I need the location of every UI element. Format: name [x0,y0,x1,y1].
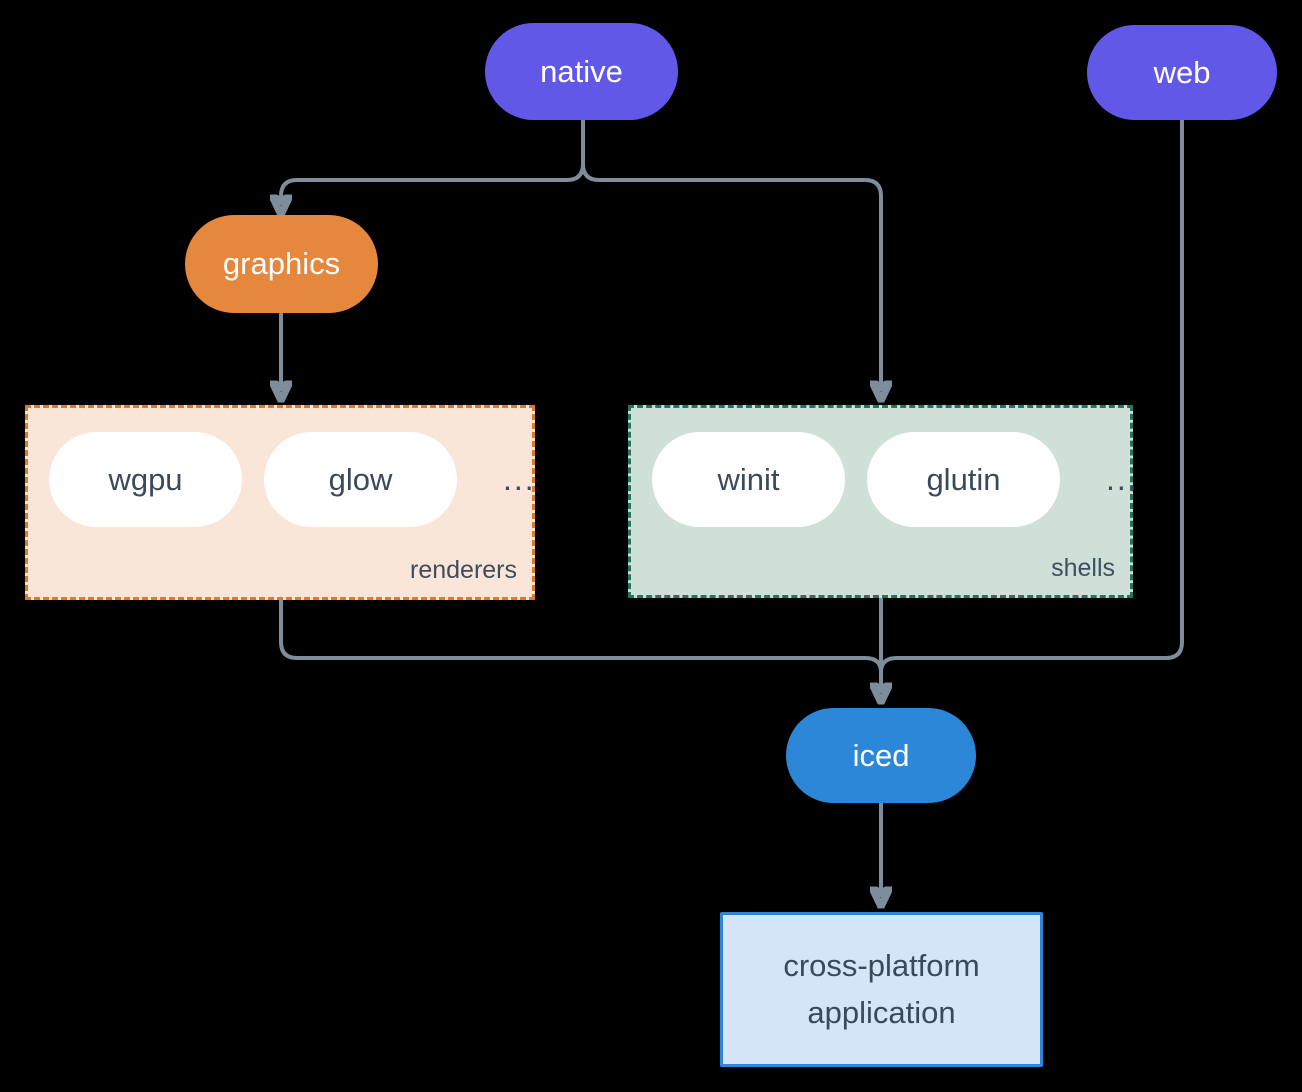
node-native: native [485,23,678,120]
group-label-shells: shells [1051,554,1115,582]
node-web: web [1087,25,1277,120]
group-renderers: wgpu glow ... renderers [25,405,535,600]
pill-winit: winit [652,432,845,527]
group-label-renderers: renderers [410,556,517,584]
renderers-row: wgpu glow ... [28,408,534,527]
renderers-ellipsis: ... [503,461,536,497]
pill-glow: glow [264,432,457,527]
edge-native-graphics [281,163,585,198]
group-shells: winit glutin ... shells [628,405,1137,598]
node-application: cross-platform application [720,912,1043,1067]
pill-wgpu: wgpu [49,432,242,527]
shells-row: winit glutin ... [631,408,1137,527]
node-iced: iced [786,708,976,803]
node-graphics: graphics [185,215,378,313]
shells-ellipsis: ... [1106,461,1139,497]
pill-glutin: glutin [867,432,1060,527]
edge-renderers-merge [279,600,883,673]
edge-native-shells [581,163,881,384]
